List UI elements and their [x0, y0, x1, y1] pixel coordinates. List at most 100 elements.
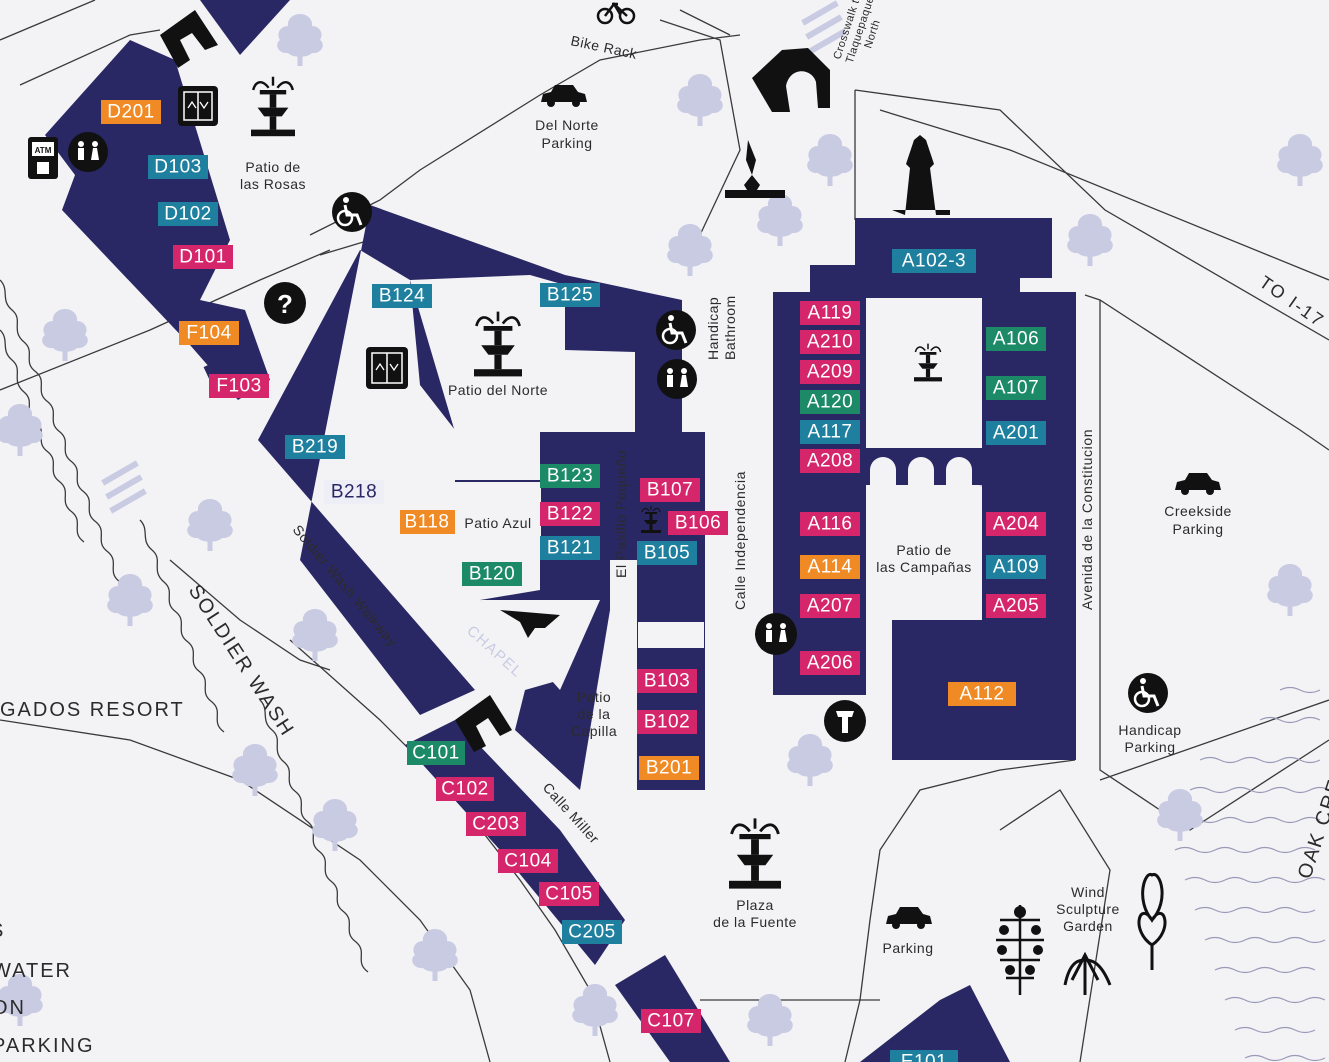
unit-B103[interactable]: B103: [637, 669, 697, 693]
avenida-label: Avenida de la Constitucion: [1079, 429, 1095, 610]
unit-B105[interactable]: B105: [637, 541, 697, 565]
svg-text:B124: B124: [379, 286, 425, 307]
svg-text:C205: C205: [568, 922, 615, 943]
unit-B218[interactable]: B218: [324, 480, 384, 504]
unit-A209[interactable]: A209: [800, 360, 860, 384]
svg-text:A205: A205: [993, 596, 1039, 617]
unit-A208[interactable]: A208: [800, 449, 860, 473]
unit-A119[interactable]: A119: [800, 301, 860, 325]
svg-text:B123: B123: [547, 466, 593, 487]
unit-B121[interactable]: B121: [540, 536, 600, 560]
svg-text:A120: A120: [807, 392, 853, 413]
oak-creek-label: OAK CREEK: [1294, 747, 1329, 882]
unit-C105[interactable]: C105: [539, 882, 599, 906]
svg-text:A208: A208: [807, 451, 853, 472]
svg-text:A209: A209: [807, 362, 853, 383]
left-edge-label-4: PARKING: [0, 1035, 95, 1057]
help-icon[interactable]: ?: [264, 282, 306, 324]
unit-C104[interactable]: C104: [498, 849, 558, 873]
bike-rack-label: Bike Rack: [569, 32, 639, 62]
unit-A102-3[interactable]: A102-3: [892, 249, 976, 273]
unit-B125[interactable]: B125: [540, 283, 600, 307]
crosswalk-label: Crosswalk to Tlaquepaque North: [831, 0, 882, 65]
unit-F103[interactable]: F103: [209, 374, 269, 398]
unit-B201[interactable]: B201: [639, 756, 699, 780]
restroom-icon[interactable]: [68, 132, 108, 172]
unit-B120[interactable]: B120: [462, 562, 522, 586]
patio-azul-label: Patio Azul: [464, 515, 531, 531]
unit-A205[interactable]: A205: [986, 594, 1046, 618]
svg-text:B121: B121: [547, 538, 593, 559]
parking-label: Parking: [883, 940, 934, 956]
unit-A107[interactable]: A107: [986, 376, 1046, 400]
svg-text:A109: A109: [993, 557, 1039, 578]
unit-D101[interactable]: D101: [173, 245, 233, 269]
atm-icon[interactable]: ATM: [28, 137, 58, 179]
unit-A207[interactable]: A207: [800, 594, 860, 618]
unit-D201[interactable]: D201: [101, 100, 161, 124]
resort-label: GADOS RESORT: [0, 699, 185, 721]
svg-text:A201: A201: [993, 423, 1039, 444]
unit-B106[interactable]: B106: [668, 511, 728, 535]
unit-C102[interactable]: C102: [436, 777, 494, 801]
elevator-icon[interactable]: [178, 86, 218, 126]
svg-text:A204: A204: [993, 514, 1039, 535]
left-edge-label-2: WATER: [0, 960, 72, 982]
svg-text:F104: F104: [186, 323, 231, 344]
restroom-icon[interactable]: [755, 613, 797, 655]
car-icon: [1175, 473, 1221, 495]
unit-B122[interactable]: B122: [540, 502, 600, 526]
svg-text:C102: C102: [441, 779, 488, 800]
unit-A112[interactable]: A112: [948, 682, 1016, 706]
unit-A120[interactable]: A120: [800, 390, 860, 414]
unit-A116[interactable]: A116: [800, 512, 860, 536]
svg-text:ATM: ATM: [35, 146, 52, 155]
unit-A210[interactable]: A210: [800, 330, 860, 354]
svg-text:B105: B105: [644, 543, 690, 564]
statue-icon: [725, 140, 785, 198]
drinking-fountain-icon[interactable]: [824, 700, 866, 742]
unit-B124[interactable]: B124: [372, 284, 432, 308]
unit-B219[interactable]: B219: [285, 435, 345, 459]
svg-text:D103: D103: [154, 157, 201, 178]
unit-A109[interactable]: A109: [986, 555, 1046, 579]
svg-text:B118: B118: [405, 512, 450, 533]
unit-D102[interactable]: D102: [158, 202, 218, 226]
unit-E101[interactable]: E101: [890, 1050, 958, 1062]
unit-A117[interactable]: A117: [800, 420, 860, 444]
svg-text:A117: A117: [808, 422, 853, 443]
accessible-bathroom-icon[interactable]: [656, 310, 696, 350]
svg-text:de la Fuente: de la Fuente: [713, 914, 797, 930]
unit-A114[interactable]: A114: [800, 555, 860, 579]
svg-text:D102: D102: [164, 204, 211, 225]
accessible-icon[interactable]: [332, 192, 372, 232]
unit-D103[interactable]: D103: [148, 155, 208, 179]
unit-B123[interactable]: B123: [540, 464, 600, 488]
restroom-icon[interactable]: [657, 359, 697, 399]
svg-text:C105: C105: [545, 884, 592, 905]
svg-text:B103: B103: [644, 671, 690, 692]
unit-C107[interactable]: C107: [641, 1009, 701, 1033]
svg-text:C101: C101: [412, 743, 459, 764]
unit-A201[interactable]: A201: [986, 421, 1046, 445]
left-edge-label-1: S: [0, 920, 5, 942]
building-e: [860, 985, 1010, 1062]
arch-icon: [160, 10, 218, 68]
landmark-icons: [160, 10, 950, 752]
unit-B102[interactable]: B102: [637, 710, 697, 734]
elevator-icon[interactable]: [366, 347, 408, 389]
unit-C205[interactable]: C205: [562, 920, 622, 944]
unit-F104[interactable]: F104: [179, 321, 239, 345]
unit-A206[interactable]: A206: [800, 651, 860, 675]
unit-C101[interactable]: C101: [407, 741, 465, 765]
unit-C203[interactable]: C203: [466, 812, 526, 836]
svg-text:B120: B120: [469, 564, 515, 585]
unit-B107[interactable]: B107: [640, 478, 700, 502]
svg-text:Garden: Garden: [1063, 918, 1113, 934]
unit-A204[interactable]: A204: [986, 512, 1046, 536]
unit-A106[interactable]: A106: [986, 327, 1046, 351]
accessible-parking-icon[interactable]: [1128, 673, 1168, 713]
svg-text:D201: D201: [107, 102, 154, 123]
svg-text:A106: A106: [993, 329, 1039, 350]
unit-B118[interactable]: B118: [400, 510, 455, 534]
